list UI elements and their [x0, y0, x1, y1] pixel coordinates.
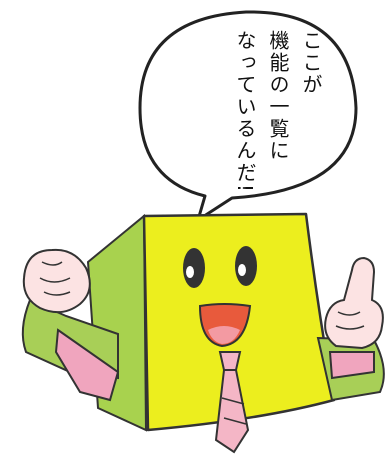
- speech-bubble: [138, 10, 358, 222]
- mascot-right-hand-pointing: [324, 256, 384, 350]
- speech-line-3: なっているんだ!: [233, 30, 257, 195]
- mascot-eyes: [183, 246, 257, 288]
- mascot-left-fist: [22, 248, 91, 314]
- right-eye: [235, 246, 257, 286]
- mascot-mouth: [198, 303, 252, 348]
- speech-line-2: 機能の一覧に: [266, 30, 290, 162]
- mascot-right-arm: [316, 336, 385, 402]
- left-eye: [183, 248, 205, 288]
- speech-line-1: ここが: [299, 30, 323, 96]
- mascot-tie: [214, 351, 250, 454]
- mascot-left-arm: [21, 298, 120, 402]
- mascot-body-side: [86, 213, 148, 432]
